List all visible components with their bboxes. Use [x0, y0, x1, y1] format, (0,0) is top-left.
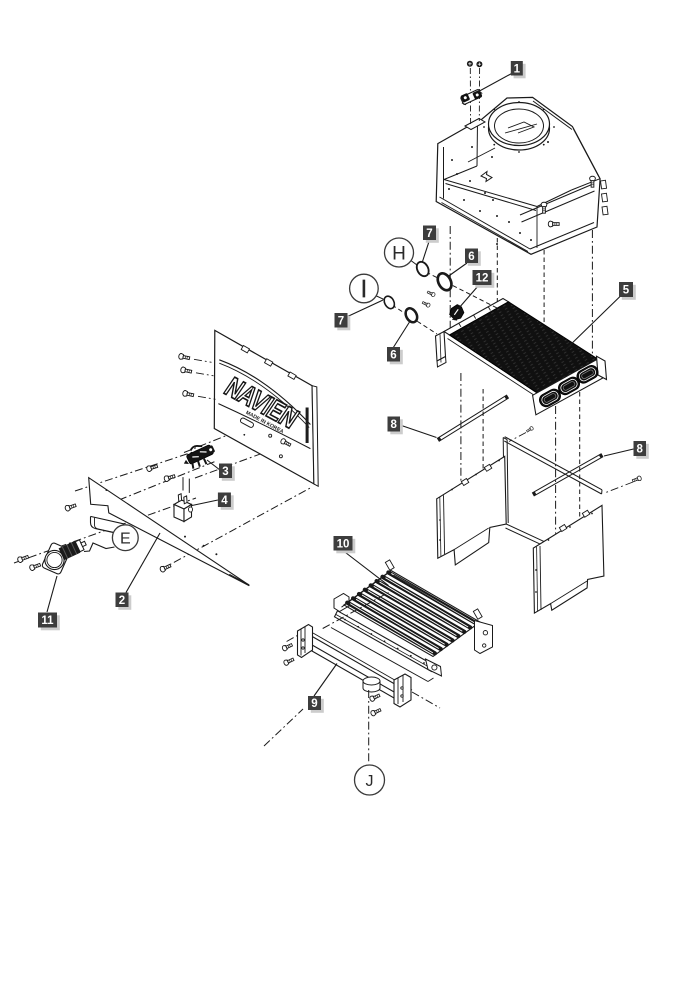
svg-text:12: 12 — [476, 273, 489, 285]
svg-text:2: 2 — [119, 595, 125, 607]
svg-text:3: 3 — [222, 466, 228, 478]
svg-text:6: 6 — [390, 349, 396, 361]
svg-text:H: H — [392, 243, 406, 264]
svg-text:8: 8 — [391, 419, 398, 431]
svg-text:8: 8 — [637, 444, 644, 456]
svg-text:E: E — [120, 530, 131, 547]
svg-text:5: 5 — [623, 285, 630, 297]
svg-text:11: 11 — [41, 615, 54, 627]
svg-text:J: J — [366, 773, 374, 790]
svg-text:9: 9 — [311, 698, 317, 710]
svg-text:6: 6 — [468, 251, 474, 263]
svg-text:7: 7 — [338, 315, 344, 327]
svg-text:4: 4 — [221, 495, 228, 507]
svg-text:1: 1 — [514, 63, 521, 75]
svg-text:7: 7 — [426, 228, 432, 240]
svg-text:10: 10 — [337, 538, 350, 550]
